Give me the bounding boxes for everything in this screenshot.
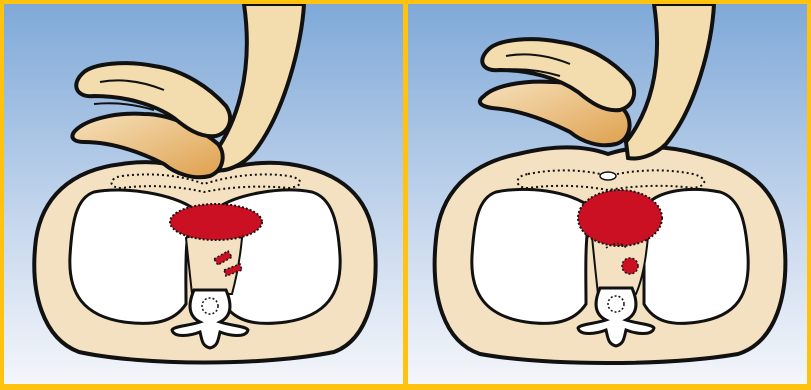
compressed-heart [170, 204, 262, 240]
expanded-heart [578, 190, 662, 246]
release-illustration [408, 4, 807, 384]
compression-panel [4, 4, 403, 384]
release-panel [408, 4, 807, 384]
sternum-marker [600, 172, 616, 180]
mediastinum [186, 234, 242, 295]
vena-cava-expanded [622, 258, 638, 274]
left-lung [70, 190, 194, 323]
left-lung [472, 189, 592, 323]
compression-illustration [4, 4, 403, 384]
